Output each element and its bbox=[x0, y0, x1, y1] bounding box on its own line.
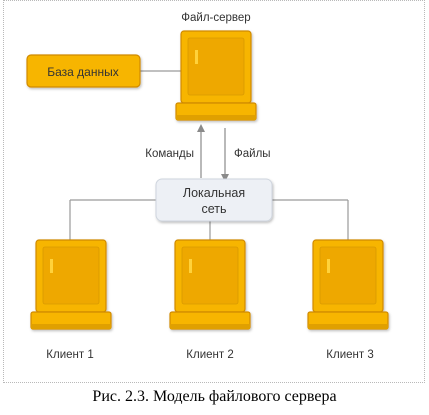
database-box bbox=[26, 54, 141, 88]
server-computer-icon bbox=[175, 30, 257, 121]
lan-label-line2: сеть bbox=[201, 202, 226, 216]
lan-box bbox=[155, 178, 273, 222]
client-1-label: Клиент 1 bbox=[46, 349, 93, 361]
lan-label-line1: Локальная bbox=[183, 186, 245, 200]
connectors bbox=[69, 70, 349, 240]
client-1-computer-icon bbox=[30, 239, 112, 330]
client-3-label: Клиент 3 bbox=[326, 349, 373, 361]
server-label: Файл-сервер bbox=[181, 12, 250, 24]
figure-caption: Рис. 2.3. Модель файлового сервера bbox=[92, 388, 337, 405]
database-label: База данных bbox=[47, 65, 118, 79]
client-3-computer-icon bbox=[307, 239, 389, 330]
files-label: Файлы bbox=[234, 148, 271, 160]
commands-label: Команды bbox=[145, 148, 194, 160]
file-server-diagram: Файл-сервер База данных Команды Файлы Ло… bbox=[26, 12, 389, 361]
client-2-label: Клиент 2 bbox=[186, 349, 233, 361]
client-2-computer-icon bbox=[169, 239, 251, 330]
